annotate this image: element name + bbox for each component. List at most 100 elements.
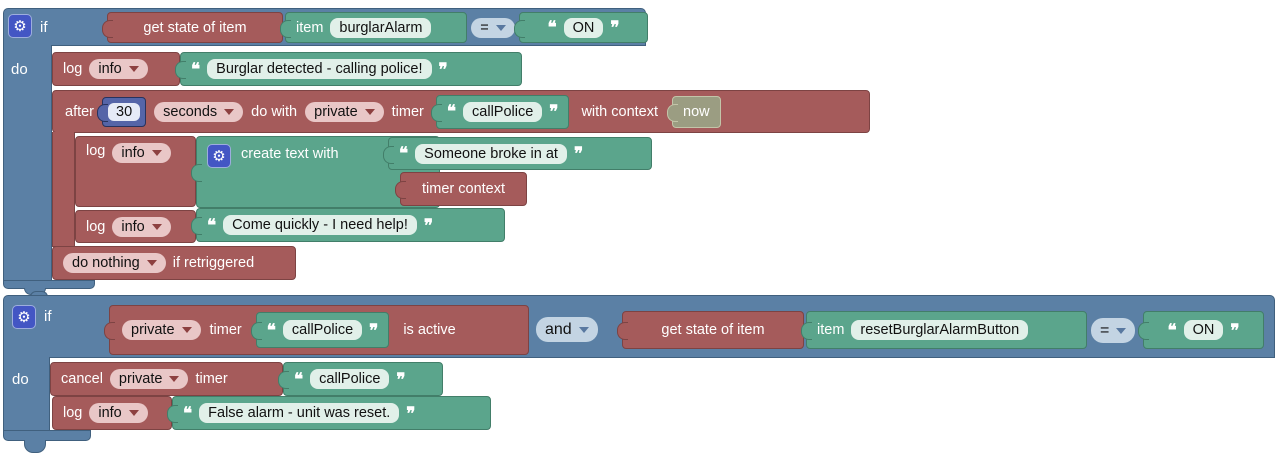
gear-glyph: ⚙: [17, 308, 31, 326]
chevron-down-icon: [169, 376, 180, 382]
open-quote-icon: ❝: [207, 215, 217, 235]
string-value-field[interactable]: ON: [1183, 320, 1224, 340]
after-timer-block-header[interactable]: after 30 seconds do with private timer ❝…: [52, 90, 870, 133]
close-quote-icon: ❞: [423, 215, 434, 235]
mutator-gear-icon[interactable]: ⚙: [207, 144, 231, 168]
chevron-down-icon: [151, 223, 162, 230]
log-label: log: [86, 143, 106, 159]
open-quote-icon: ❝: [191, 59, 201, 79]
string-value-field[interactable]: ON: [563, 17, 604, 38]
item-block-resetbutton[interactable]: item resetBurglarAlarmButton: [801, 311, 1087, 349]
open-quote-icon: ❝: [446, 102, 457, 121]
string-block-on-2[interactable]: ❝ ON ❞: [1138, 311, 1264, 349]
with-context-label: with context: [581, 103, 659, 120]
string-value-field[interactable]: Someone broke in at: [415, 143, 567, 164]
operator-dropdown[interactable]: =: [1091, 318, 1136, 343]
string-block-callpolice-2[interactable]: ❝ callPolice ❞: [250, 312, 390, 348]
chevron-down-icon: [128, 66, 139, 72]
timer-scope-dropdown[interactable]: private: [305, 101, 384, 122]
timer-context-label: timer context: [422, 181, 505, 197]
string-value-field[interactable]: callPolice: [310, 369, 390, 389]
open-quote-icon: ❝: [294, 369, 304, 389]
string-value-field[interactable]: Burglar detected - calling police!: [207, 59, 432, 79]
after-timer-block-spine[interactable]: [52, 132, 75, 247]
log-level-dropdown[interactable]: info: [112, 143, 171, 163]
chevron-down-icon: [128, 410, 139, 416]
after-timer-retrigger-row[interactable]: do nothing if retriggered: [52, 246, 296, 280]
if-block-1-bottom[interactable]: [3, 280, 95, 289]
close-quote-icon: ❞: [396, 369, 406, 389]
chevron-down-icon: [151, 150, 162, 156]
get-state-label: get state of item: [661, 322, 765, 338]
chevron-down-icon: [495, 25, 506, 31]
log-level-dropdown[interactable]: info: [89, 403, 148, 423]
do-with-label: do with: [251, 103, 298, 120]
string-block-false-alarm[interactable]: ❝ False alarm - unit was reset. ❞: [167, 396, 491, 430]
timer-context-block[interactable]: timer context: [395, 172, 527, 206]
if-block-2-prev-tab: [30, 291, 48, 297]
comparison-operator-block[interactable]: =: [468, 14, 518, 42]
log-label: log: [63, 61, 83, 77]
log-label: log: [86, 218, 106, 235]
string-block-callpolice-3[interactable]: ❝ callPolice ❞: [278, 362, 443, 396]
timer-scope-dropdown[interactable]: private: [109, 369, 189, 389]
open-quote-icon: ❝: [266, 320, 276, 340]
log-level-dropdown[interactable]: info: [112, 216, 171, 237]
mutator-gear-icon[interactable]: ⚙: [8, 14, 32, 38]
timer-label: timer: [209, 322, 242, 338]
logic-operator-dropdown[interactable]: and: [536, 317, 598, 342]
string-block-someone-broke-in[interactable]: ❝ Someone broke in at ❞: [383, 137, 652, 170]
log-level-dropdown[interactable]: info: [89, 59, 148, 79]
string-value-field[interactable]: callPolice: [282, 320, 363, 340]
get-state-of-item-block-2[interactable]: get state of item: [617, 311, 804, 349]
string-block-burglar-detected[interactable]: ❝ Burglar detected - calling police! ❞: [175, 52, 522, 86]
close-quote-icon: ❞: [549, 102, 559, 121]
get-state-label: get state of item: [143, 19, 247, 36]
cancel-timer-block[interactable]: cancel private timer: [50, 362, 283, 396]
open-quote-icon: ❝: [547, 18, 557, 37]
is-active-label: is active: [403, 322, 456, 338]
now-block[interactable]: now: [667, 95, 721, 128]
close-quote-icon: ❞: [573, 144, 584, 163]
string-value-field[interactable]: callPolice: [463, 101, 543, 122]
if-block-2-spine[interactable]: [3, 357, 50, 431]
log-block-3[interactable]: log info: [75, 210, 196, 243]
chevron-down-icon: [1116, 327, 1127, 334]
if-block-2-next-tab: [24, 440, 46, 453]
close-quote-icon: ❞: [610, 18, 620, 37]
log-block-2[interactable]: log info: [75, 136, 196, 207]
item-label: item: [296, 19, 324, 36]
get-state-of-item-block[interactable]: get state of item: [102, 12, 283, 43]
close-quote-icon: ❞: [369, 320, 379, 340]
item-name-field[interactable]: resetBurglarAlarmButton: [851, 320, 1029, 340]
open-quote-icon: ❝: [1167, 320, 1177, 340]
operator-dropdown[interactable]: =: [471, 18, 515, 38]
string-block-on-1[interactable]: ❝ ON ❞: [514, 12, 648, 43]
gear-glyph: ⚙: [13, 17, 27, 35]
retrigger-policy-dropdown[interactable]: do nothing: [63, 253, 166, 273]
time-unit-dropdown[interactable]: seconds: [154, 101, 244, 122]
item-block-burglaralarm[interactable]: item burglarAlarm: [280, 12, 467, 43]
open-quote-icon: ❝: [399, 144, 409, 163]
number-field[interactable]: 30: [108, 102, 141, 121]
chevron-down-icon: [578, 326, 589, 333]
open-quote-icon: ❝: [183, 403, 193, 423]
timer-is-active-block[interactable]: private timer ❝ callPolice ❞ is active: [104, 305, 529, 355]
if-block-2-bottom[interactable]: [3, 430, 91, 441]
do-label-1: do: [11, 60, 28, 78]
string-value-field[interactable]: False alarm - unit was reset.: [199, 403, 400, 423]
string-block-come-quickly[interactable]: ❝ Come quickly - I need help! ❞: [191, 208, 505, 242]
string-block-callpolice-1[interactable]: ❝ callPolice ❞: [430, 94, 570, 129]
number-block-delay[interactable]: 30: [96, 96, 147, 127]
chevron-down-icon: [364, 108, 375, 115]
item-name-field[interactable]: burglarAlarm: [330, 17, 432, 38]
string-value-field[interactable]: Come quickly - I need help!: [223, 215, 417, 235]
timer-scope-dropdown[interactable]: private: [122, 320, 201, 340]
if-block-1-spine[interactable]: [3, 45, 52, 281]
mutator-gear-icon[interactable]: ⚙: [12, 305, 36, 329]
log-block-4[interactable]: log info: [52, 396, 172, 430]
do-label-2: do: [12, 370, 29, 388]
log-block-1[interactable]: log info: [52, 52, 180, 86]
chevron-down-icon: [181, 327, 192, 333]
